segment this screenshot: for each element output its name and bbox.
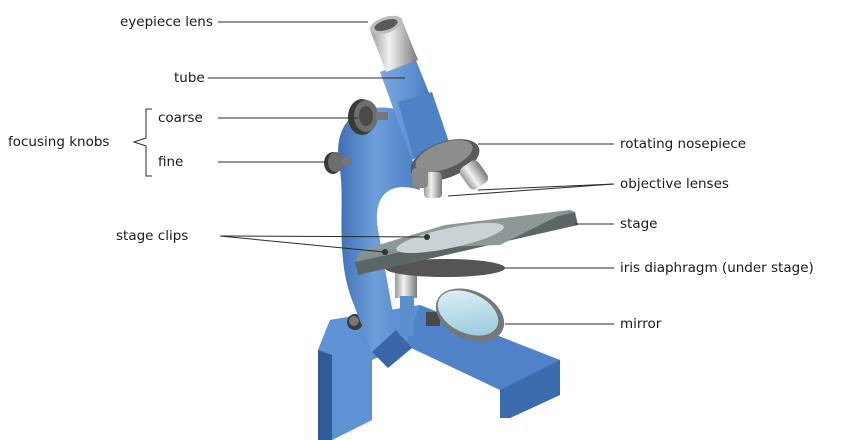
iris-diaphragm-label: iris diaphragm (under stage) — [620, 260, 814, 276]
eyepiece-lens-label: eyepiece lens — [120, 14, 213, 30]
fine-label: fine — [158, 154, 183, 170]
stage-label: stage — [620, 216, 657, 232]
tube-label: tube — [174, 70, 205, 86]
objective-lenses-label: objective lenses — [620, 176, 729, 192]
rotating-nosepiece-label: rotating nosepiece — [620, 136, 746, 152]
stage-clips-label: stage clips — [116, 228, 188, 244]
coarse-label: coarse — [158, 110, 203, 126]
focusing-knobs-label: focusing knobs — [8, 134, 109, 150]
mirror-label: mirror — [620, 316, 661, 332]
